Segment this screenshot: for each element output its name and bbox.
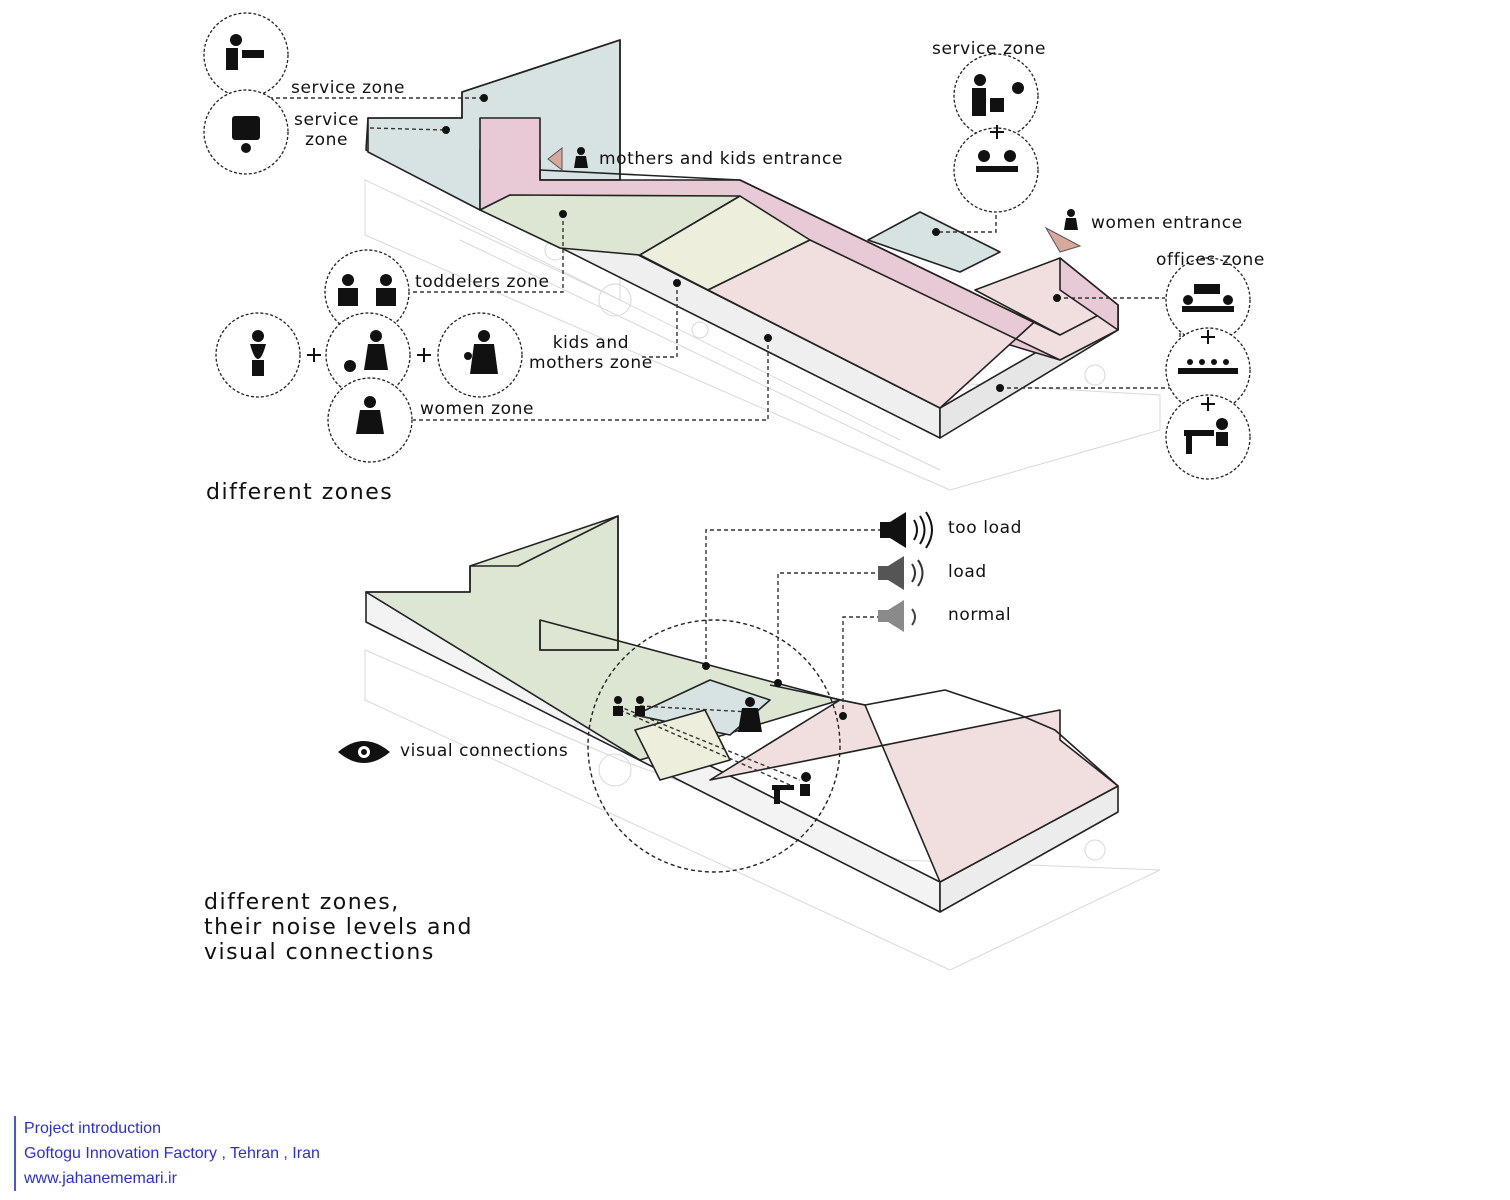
right-service-area <box>867 211 1001 273</box>
kids-mothers-label-line2: mothers zone <box>529 353 653 373</box>
diagram1-title: different zones <box>206 480 394 505</box>
floor-plan-underlay-2 <box>364 649 1161 971</box>
footer-project-intro: Project introduction <box>24 1120 161 1137</box>
speaker-icons <box>878 511 933 632</box>
service-zone-label-1: service zone <box>291 78 406 98</box>
footer: Project introduction Goftogu Innovation … <box>14 1116 320 1191</box>
mothers-kids-entrance-marker <box>547 146 563 172</box>
plus-signs <box>307 125 1215 411</box>
diagram2-title-line3: visual connections <box>204 940 435 965</box>
women-entrance-icon <box>1064 209 1078 230</box>
service-zone-right-label: service zone <box>932 39 1047 59</box>
service-zone-label-2-line1: service <box>294 110 360 130</box>
noise-load-label: load <box>948 562 987 582</box>
visual-connections-label: visual connections <box>400 741 569 761</box>
leader-dots-2 <box>702 662 847 720</box>
pictograms <box>226 34 1238 454</box>
diagram2-title-line2: their noise levels and <box>204 915 473 940</box>
women-entrance-marker <box>1044 226 1082 253</box>
kids-mothers-zone-label: kids and mothers zone <box>529 333 653 373</box>
noise-normal-label: normal <box>948 605 1012 625</box>
footer-website-link[interactable]: www.jahanememari.ir <box>24 1170 177 1187</box>
speaker-too-load-icon <box>880 512 906 548</box>
women-zone-label: women zone <box>420 399 535 419</box>
footer-project-name: Goftogu Innovation Factory , Tehran , Ir… <box>24 1145 320 1162</box>
kids-mothers-label-line1: kids and <box>552 333 630 353</box>
desk-worker-icon <box>1165 394 1251 480</box>
building-volume-2 <box>365 515 1119 913</box>
noise-too-load-label: too load <box>948 518 1023 538</box>
visual-connection-circle <box>587 619 841 873</box>
diagram2-title-line1: different zones, <box>204 890 400 915</box>
building-volume <box>365 39 1119 439</box>
leader-lines-2 <box>617 529 880 786</box>
speaker-load-icon <box>878 556 904 590</box>
offices-zone-label: offices zone <box>1156 250 1265 270</box>
service-zone-label-2: service zone <box>294 110 359 150</box>
eye-icon <box>338 741 390 763</box>
women-zone-area-2 <box>709 699 1119 883</box>
diagram2-title: different zones, their noise levels and … <box>204 890 473 965</box>
floor-plan-underlay <box>364 179 1161 491</box>
icon-circles-right <box>953 53 1251 480</box>
people-pictograms-2 <box>613 696 811 804</box>
mothers-kids-entrance-icon <box>574 147 588 168</box>
service-zone-label-2-line2: zone <box>305 130 349 150</box>
women-entrance-label: women entrance <box>1091 213 1243 233</box>
leader-dots <box>442 94 1061 392</box>
mothers-kids-entrance-label: mothers and kids entrance <box>599 149 844 169</box>
toddlers-zone-label: toddelers zone <box>415 272 550 292</box>
speaker-normal-icon <box>878 600 904 632</box>
